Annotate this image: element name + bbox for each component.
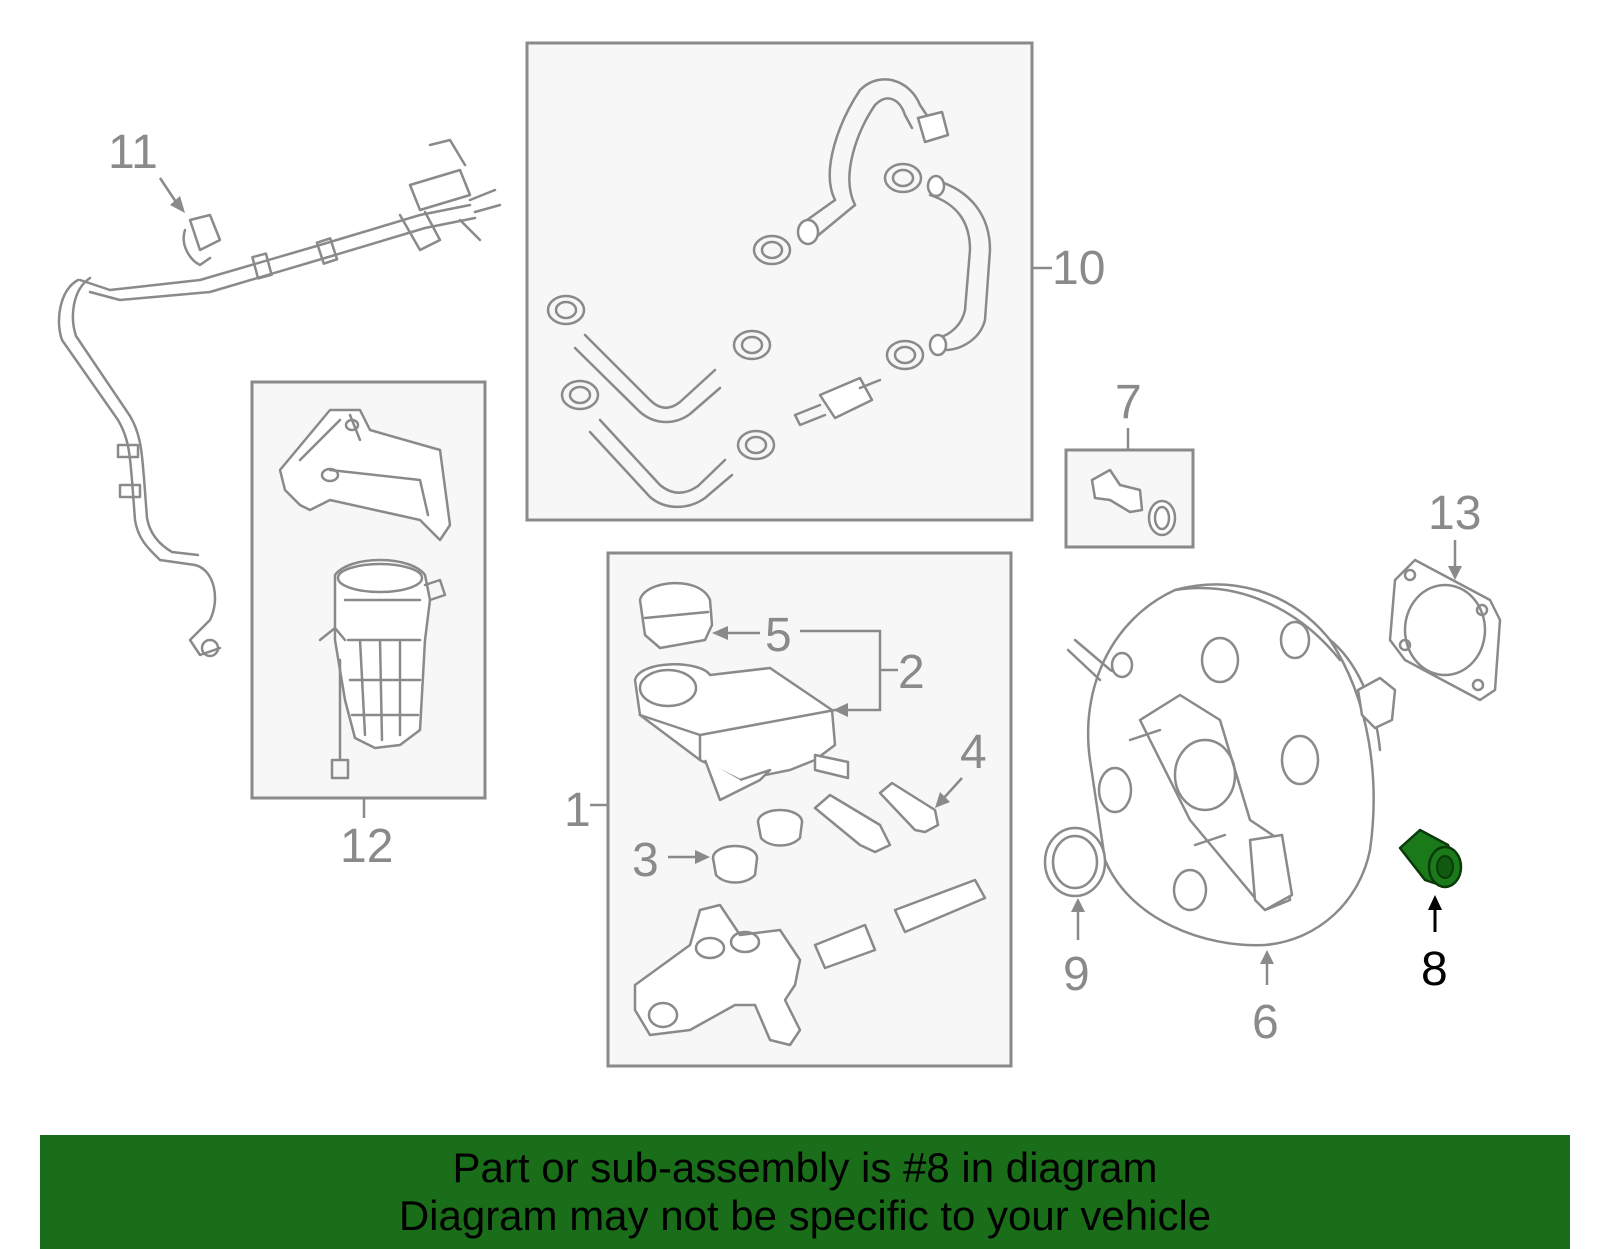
- callout-4-arrowhead: [935, 792, 950, 808]
- callout-11-arrowhead: [170, 196, 185, 213]
- callout-7-label: 7: [1115, 376, 1142, 429]
- callout-10-label: 10: [1052, 242, 1105, 295]
- part-4-bolt: [878, 781, 940, 834]
- banner-line-disclaimer: Diagram may not be specific to your vehi…: [398, 1192, 1212, 1239]
- callout-9-arrowhead: [1071, 898, 1085, 912]
- part-6-brake-booster[interactable]: [1066, 583, 1397, 947]
- part-11-vacuum-tube[interactable]: [57, 138, 502, 658]
- callout-4-leader: [941, 777, 963, 801]
- part-7-check-valve: [1090, 468, 1177, 537]
- callout-12-label: 12: [340, 820, 393, 873]
- callout-3-label: 3: [632, 834, 659, 887]
- callout-5-arrowhead: [712, 626, 728, 640]
- callout-3-arrowhead: [695, 850, 710, 864]
- callout-1-label: 1: [564, 784, 591, 837]
- callout-8-arrowhead: [1428, 895, 1442, 910]
- callout-5-label: 5: [765, 609, 792, 662]
- part-10-group-box[interactable]: [525, 41, 1034, 522]
- callout-11-label: 11: [108, 126, 158, 179]
- part-10-hose-set: [546, 78, 992, 509]
- part-9-seal[interactable]: [1043, 826, 1107, 898]
- part-12-air-pump: [278, 408, 452, 780]
- part-8-grommet-highlighted[interactable]: [1398, 828, 1463, 889]
- callout-9-label: 9: [1063, 948, 1090, 1001]
- callout-6-arrowhead: [1260, 950, 1274, 964]
- callout-2-label: 2: [898, 646, 925, 699]
- callout-2-arrowhead: [833, 703, 848, 717]
- part-3-grommets: [711, 808, 804, 884]
- parts-diagram: 11 10: [57, 41, 1502, 1068]
- callout-2-bracket: [800, 629, 898, 712]
- callout-4-label: 4: [960, 726, 987, 779]
- callout-13-label: 13: [1428, 487, 1481, 540]
- part-13-gasket[interactable]: [1388, 558, 1502, 702]
- banner-line-part: Part or sub-assembly is #8 in diagram: [452, 1144, 1158, 1191]
- callout-8-label: 8: [1421, 943, 1448, 996]
- callout-6-label: 6: [1252, 996, 1279, 1049]
- info-banner: Part or sub-assembly is #8 in diagram Di…: [40, 1135, 1570, 1249]
- callout-13-arrowhead: [1448, 566, 1462, 580]
- part-1-master-cylinder: [633, 581, 987, 1047]
